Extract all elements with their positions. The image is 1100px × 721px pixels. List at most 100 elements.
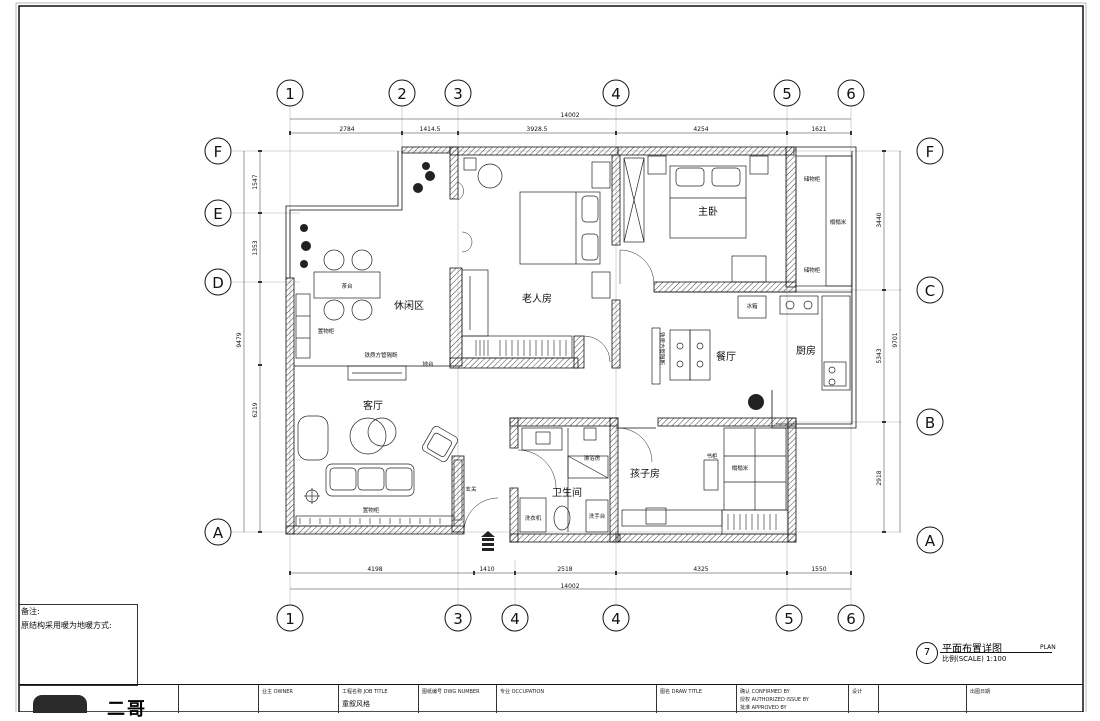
plant-icon <box>425 171 435 181</box>
grid-left-A: A <box>213 524 224 542</box>
wardrobe-stripes <box>299 340 777 530</box>
notes-box: 备注: 原结构采用暖为地暖方式: <box>19 604 138 686</box>
grid-left-F: F <box>214 143 223 161</box>
stair-icon <box>481 531 495 551</box>
company-logo <box>33 695 87 713</box>
tb-blank-2 <box>878 685 967 713</box>
svg-text:储物柜: 储物柜 <box>804 266 821 274</box>
furniture-labels: 茶台 置物柜 铁质方管隔断 地台 置物柜 玄关 储物柜 榻榻米 储物柜 冰箱 淋… <box>318 175 847 522</box>
scale-label: 比例(SCALE) 1:100 <box>942 655 1007 663</box>
grid-top-6: 6 <box>846 85 856 103</box>
tea-table <box>313 271 381 299</box>
svg-text:1414.5: 1414.5 <box>420 126 441 133</box>
furniture <box>295 155 853 535</box>
grid-bubbles <box>204 79 944 632</box>
svg-text:2918: 2918 <box>876 470 883 485</box>
svg-text:5343: 5343 <box>876 348 883 363</box>
svg-text:玄关: 玄关 <box>465 485 477 493</box>
svg-text:1550: 1550 <box>811 566 826 573</box>
room-dining: 餐厅 <box>716 350 736 363</box>
svg-text:3440: 3440 <box>876 212 883 227</box>
svg-text:地台: 地台 <box>422 360 434 368</box>
svg-text:9701: 9701 <box>892 332 899 347</box>
dimension-text: 14002 2784 1414.5 3928.5 4254 1621 4198 … <box>339 112 826 590</box>
grid-right-A: A <box>925 532 936 550</box>
tb-owner: 业主 OWNER <box>258 685 339 713</box>
svg-text:洗手台: 洗手台 <box>589 512 606 520</box>
svg-text:储物柜: 储物柜 <box>804 175 821 183</box>
armchair <box>421 425 459 463</box>
coffee-table <box>349 417 387 455</box>
svg-text:茶台: 茶台 <box>341 282 353 290</box>
svg-text:6219: 6219 <box>252 402 259 417</box>
sheet-border <box>18 5 1084 712</box>
svg-text:1410: 1410 <box>479 566 494 573</box>
plant-icon <box>301 241 311 251</box>
grid-top-3: 3 <box>453 85 463 103</box>
svg-text:4325: 4325 <box>693 566 708 573</box>
room-kitchen: 厨房 <box>796 344 816 357</box>
svg-text:4254: 4254 <box>693 126 708 133</box>
dimension-ticks <box>258 131 886 575</box>
grid-top-5: 5 <box>782 85 792 103</box>
svg-text:榻榻米: 榻榻米 <box>732 464 749 472</box>
svg-text:书柜: 书柜 <box>706 452 718 460</box>
dimension-lines <box>243 118 901 590</box>
room-elder: 老人房 <box>522 292 552 305</box>
svg-text:洗衣机: 洗衣机 <box>525 514 542 522</box>
dining-table <box>669 329 691 381</box>
plant-icon <box>413 183 423 193</box>
room-labels: 休闲区 客厅 老人房 主卧 餐厅 厨房 孩子房 卫生间 <box>363 205 816 499</box>
svg-text:2518: 2518 <box>557 566 572 573</box>
svg-text:1353: 1353 <box>252 240 259 255</box>
svg-text:铁质方管隔断: 铁质方管隔断 <box>658 332 666 366</box>
tb-drawing-no: 图纸编号 DWG NUMBER <box>418 685 497 713</box>
grid-top-4: 4 <box>611 85 621 103</box>
elder-bed <box>519 191 601 265</box>
plant-icon <box>300 260 308 268</box>
grid-bottom-4b: 4 <box>611 610 621 628</box>
svg-text:4198: 4198 <box>367 566 382 573</box>
grid-right-B: B <box>925 414 935 432</box>
svg-text:榻榻米: 榻榻米 <box>830 218 847 226</box>
room-child: 孩子房 <box>630 467 660 480</box>
drawing-number: 7 <box>916 642 938 664</box>
svg-text:铁质方管隔断: 铁质方管隔断 <box>364 351 398 359</box>
room-leisure: 休闲区 <box>394 299 424 312</box>
master-bed <box>669 165 747 239</box>
room-bath: 卫生间 <box>552 486 582 499</box>
dimension-text-vertical: 1547 1353 9479 6219 3440 5343 9701 2918 <box>236 174 899 485</box>
room-master: 主卧 <box>698 205 718 218</box>
dim-bottom-total: 14002 <box>560 583 579 590</box>
svg-text:2784: 2784 <box>339 126 354 133</box>
svg-text:1621: 1621 <box>811 126 826 133</box>
grid-bubble-labels: 1 2 3 4 5 6 1 3 4 4 5 6 F E D A F C B A <box>212 85 936 628</box>
notes-heading: 备注: <box>21 607 40 616</box>
grid-bottom-6: 6 <box>846 610 856 628</box>
sheet-title: 平面布置详图 <box>942 644 1002 655</box>
grid-left-E: E <box>213 205 222 223</box>
grid-bottom-1: 1 <box>285 610 295 628</box>
grid-right-F: F <box>926 143 935 161</box>
company-name: 二哥 <box>107 699 147 720</box>
grid-bottom-3: 3 <box>453 610 463 628</box>
grid-bottom-4a: 4 <box>510 610 520 628</box>
tb-blank <box>178 685 259 713</box>
notes-line: 原结构采用暖为地暖方式: <box>21 621 112 630</box>
svg-text:冰箱: 冰箱 <box>746 302 758 310</box>
plant-icons <box>300 162 764 410</box>
grid-top-1: 1 <box>285 85 295 103</box>
tb-design: 设计 <box>848 685 879 713</box>
tb-date: 出图日期 <box>966 685 1084 713</box>
grid-bottom-5: 5 <box>784 610 794 628</box>
svg-text:置物柜: 置物柜 <box>363 506 380 514</box>
sheet-title-en: PLAN <box>1040 644 1056 651</box>
svg-text:1547: 1547 <box>252 174 259 189</box>
tb-occupation: 专业 OCCUPATION <box>496 685 657 713</box>
room-living: 客厅 <box>363 399 383 412</box>
sheet-title-block: 7 平面布置详图 比例(SCALE) 1:100 PLAN <box>916 640 1056 666</box>
plant-icon <box>300 224 308 232</box>
